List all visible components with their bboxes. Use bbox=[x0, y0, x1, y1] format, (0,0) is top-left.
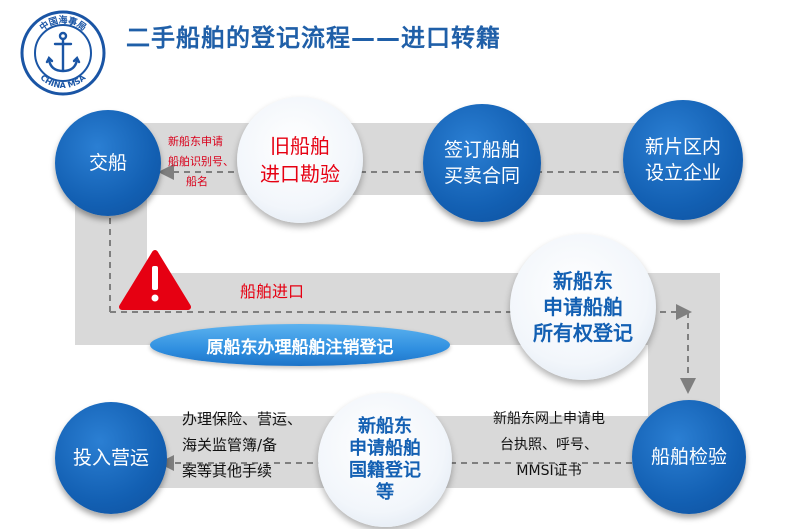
label-id-request: 新船东申请 船舶识别号、 船名 bbox=[168, 135, 234, 188]
node-old-ship-inspection: 旧船舶进口勘验 bbox=[237, 97, 363, 223]
node-ownership-registration: 新船东申请船舶所有权登记 bbox=[510, 234, 656, 380]
label-online-apply: 新船东网上申请电 台执照、呼号、 MMSI证书 bbox=[493, 411, 605, 479]
label-other-procedures: 办理保险、营运、 海关监管簿/备 案等其他手续 bbox=[182, 410, 303, 480]
node-new-company: 新片区内设立企业 bbox=[623, 100, 743, 220]
label-ship-import: 船舶进口 bbox=[240, 282, 305, 301]
warning-triangle-icon bbox=[119, 250, 191, 310]
node-nationality-registration: 新船东申请船舶国籍登记等 bbox=[318, 393, 452, 527]
node-handover-top: 交船 bbox=[55, 110, 161, 216]
anchor-icon bbox=[45, 31, 81, 73]
svg-text:中国海事局: 中国海事局 bbox=[37, 14, 88, 33]
node-sign-contract: 签订船舶买卖合同 bbox=[423, 104, 541, 222]
node-into-operation: 投入营运 bbox=[55, 402, 167, 514]
logo-top-text: 中国海事局 bbox=[37, 14, 88, 33]
page-title: 二手船舶的登记流程——进口转籍 bbox=[126, 24, 501, 52]
deregistration-banner: 原船东办理船舶注销登记 bbox=[150, 324, 450, 366]
china-msa-logo: 中国海事局 CHINA MSA bbox=[20, 10, 106, 96]
node-ship-inspection: 船舶检验 bbox=[632, 400, 746, 514]
